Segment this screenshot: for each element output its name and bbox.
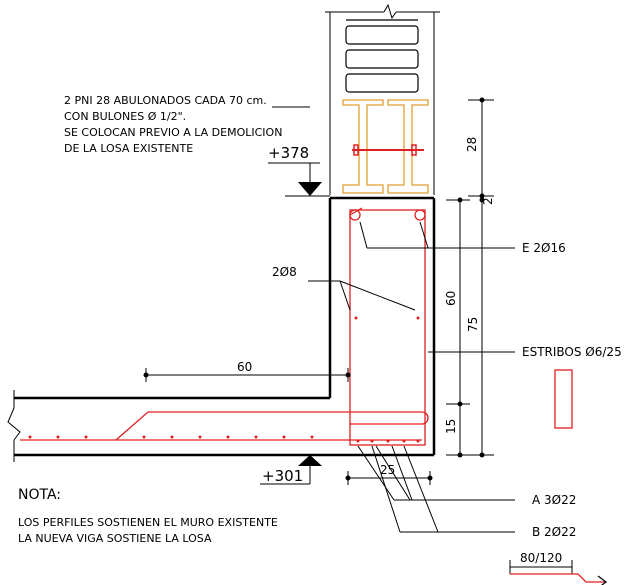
existing-wall xyxy=(325,3,440,100)
dim-beam-height-total: 75 xyxy=(466,317,480,332)
rebar-label-bottom-a: A 3Ø22 xyxy=(532,493,576,507)
level-marker-top xyxy=(268,162,330,197)
dim-gap: 2 xyxy=(481,197,495,205)
dimension-lines xyxy=(143,97,573,574)
profile-note-line-4: DE LA LOSA EXISTENTE xyxy=(64,142,193,155)
reinforcement xyxy=(20,207,573,446)
rebar-label-stirrups: ESTRIBOS Ø6/25 xyxy=(522,345,622,359)
dim-profile-height: 28 xyxy=(465,137,479,152)
level-bottom-label: +301 xyxy=(262,467,303,485)
note-title: NOTA: xyxy=(18,487,61,503)
note-line-2: LA NUEVA VIGA SOSTIENE LA LOSA xyxy=(18,532,212,545)
profile-note-line-1: 2 PNI 28 ABULONADOS CADA 70 cm. xyxy=(64,94,267,107)
steel-profiles xyxy=(329,99,435,195)
dim-slab-span: 60 xyxy=(237,360,252,374)
leader-lines xyxy=(308,221,515,533)
rebar-label-top: E 2Ø16 xyxy=(522,241,566,255)
rebar-label-bottom-b: B 2Ø22 xyxy=(532,525,576,539)
profile-note-line-2: CON BULONES Ø 1/2". xyxy=(64,110,186,123)
rebar-label-side: 2Ø8 xyxy=(272,265,297,279)
dim-beam-width: 25 xyxy=(380,463,395,477)
dim-slab: 15 xyxy=(444,419,458,434)
profile-note-line-3: SE COLOCAN PREVIO A LA DEMOLICION xyxy=(64,126,282,139)
dim-beam-height-inner: 60 xyxy=(444,291,458,306)
concrete-outline xyxy=(7,196,436,462)
level-marker-bottom xyxy=(260,455,322,485)
level-top-label: +378 xyxy=(268,144,309,162)
note-line-1: LOS PERFILES SOSTIENEN EL MURO EXISTENTE xyxy=(18,516,278,529)
dim-section-size: 80/120 xyxy=(520,551,562,565)
section-symbol xyxy=(510,573,606,583)
